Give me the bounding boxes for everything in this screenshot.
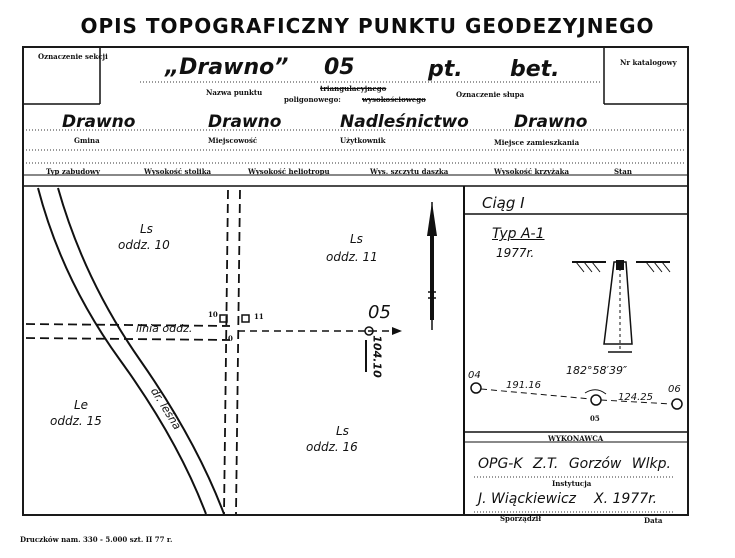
- map-oddz-11: oddz. 11: [326, 250, 378, 264]
- col-roof-height: Wys. szczytu daszka: [370, 167, 449, 176]
- author-label: Sporządził: [500, 514, 542, 523]
- map-oddz-15: oddz. 15: [50, 414, 102, 428]
- gmina-value: Drawno: [62, 112, 136, 132]
- marker-year: 1977r.: [496, 246, 535, 260]
- traverse-right-point: 06: [668, 384, 681, 395]
- residence-label: Miejsce zamieszkania: [494, 138, 580, 147]
- contractor-value: OPG-K Z.T. Gorzów Wlkp.: [478, 456, 671, 472]
- map-ls-top-left: Ls: [140, 222, 153, 236]
- locality-value: Drawno: [208, 112, 282, 132]
- marker-label: Oznaczenie słupa: [456, 90, 525, 99]
- map-le-bottom-left: Le: [74, 398, 89, 412]
- traverse-label: Ciąg I: [482, 194, 525, 212]
- map-oddz-16: oddz. 16: [306, 440, 358, 454]
- author-value: J. Wiąckiewicz: [478, 491, 577, 507]
- point-type: pt.: [428, 57, 463, 82]
- traverse-angle: 182°58′39″: [566, 364, 628, 377]
- name-label: Nazwa punktu: [206, 88, 263, 97]
- traverse-left-point: 04: [468, 370, 481, 381]
- col-building-type: Typ zabudowy: [46, 167, 100, 176]
- marker-10-label: 10: [208, 310, 218, 319]
- residence-value: Drawno: [514, 112, 588, 132]
- page-title: OPIS TOPOGRAFICZNY PUNKTU GEODEZYJNEGO: [80, 14, 655, 38]
- form-frame: [22, 46, 689, 516]
- leveling-label: wysokościowego: [362, 95, 426, 104]
- triangulation-label: triangulacyjnego: [320, 84, 387, 93]
- traverse-left-distance: 191.16: [506, 380, 541, 391]
- marker-type: bet.: [510, 57, 560, 82]
- date-label: Data: [644, 516, 663, 525]
- date-value: X. 1977r.: [594, 491, 658, 507]
- polygon-label: poligonowego:: [284, 95, 341, 104]
- section-label: Oznaczenie sekcji: [38, 52, 108, 61]
- map-ls-top-right: Ls: [350, 232, 363, 246]
- map-point-label: 05: [368, 302, 391, 323]
- point-number: 05: [324, 55, 355, 80]
- point-name: „Drawno”: [165, 55, 289, 80]
- user-label: Użytkownik: [340, 136, 386, 145]
- marker-11-label: 11: [254, 312, 264, 321]
- user-value: Nadleśnictwo: [340, 112, 469, 132]
- traverse-center-point: 05: [590, 414, 600, 423]
- catalog-label: Nr katalogowy: [620, 58, 677, 67]
- col-state: Stan: [614, 167, 632, 176]
- institution-label: Instytucja: [552, 479, 592, 488]
- map-distance: 104.10: [370, 335, 384, 378]
- traverse-right-distance: 124.25: [618, 392, 653, 403]
- col-heliotrope-height: Wysokość heliotropu: [248, 167, 330, 176]
- col-table-height: Wysokość stolika: [144, 167, 212, 176]
- map-cross-label: 0: [228, 334, 233, 343]
- print-note: Druczków nam. 330 - 5.000 szt. II 77 r.: [20, 535, 173, 544]
- contractor-label: WYKONAWCA: [548, 434, 604, 443]
- gmina-label: Gmina: [74, 136, 100, 145]
- map-oddz-10: oddz. 10: [118, 238, 170, 252]
- map-ls-bottom-right: Ls: [336, 424, 349, 438]
- locality-label: Miejscowość: [208, 136, 258, 145]
- col-cross-height: Wysokość krzyżaka: [494, 167, 570, 176]
- marker-type-label: Typ A-1: [492, 226, 545, 242]
- map-line-label: linia oddz.: [136, 322, 193, 335]
